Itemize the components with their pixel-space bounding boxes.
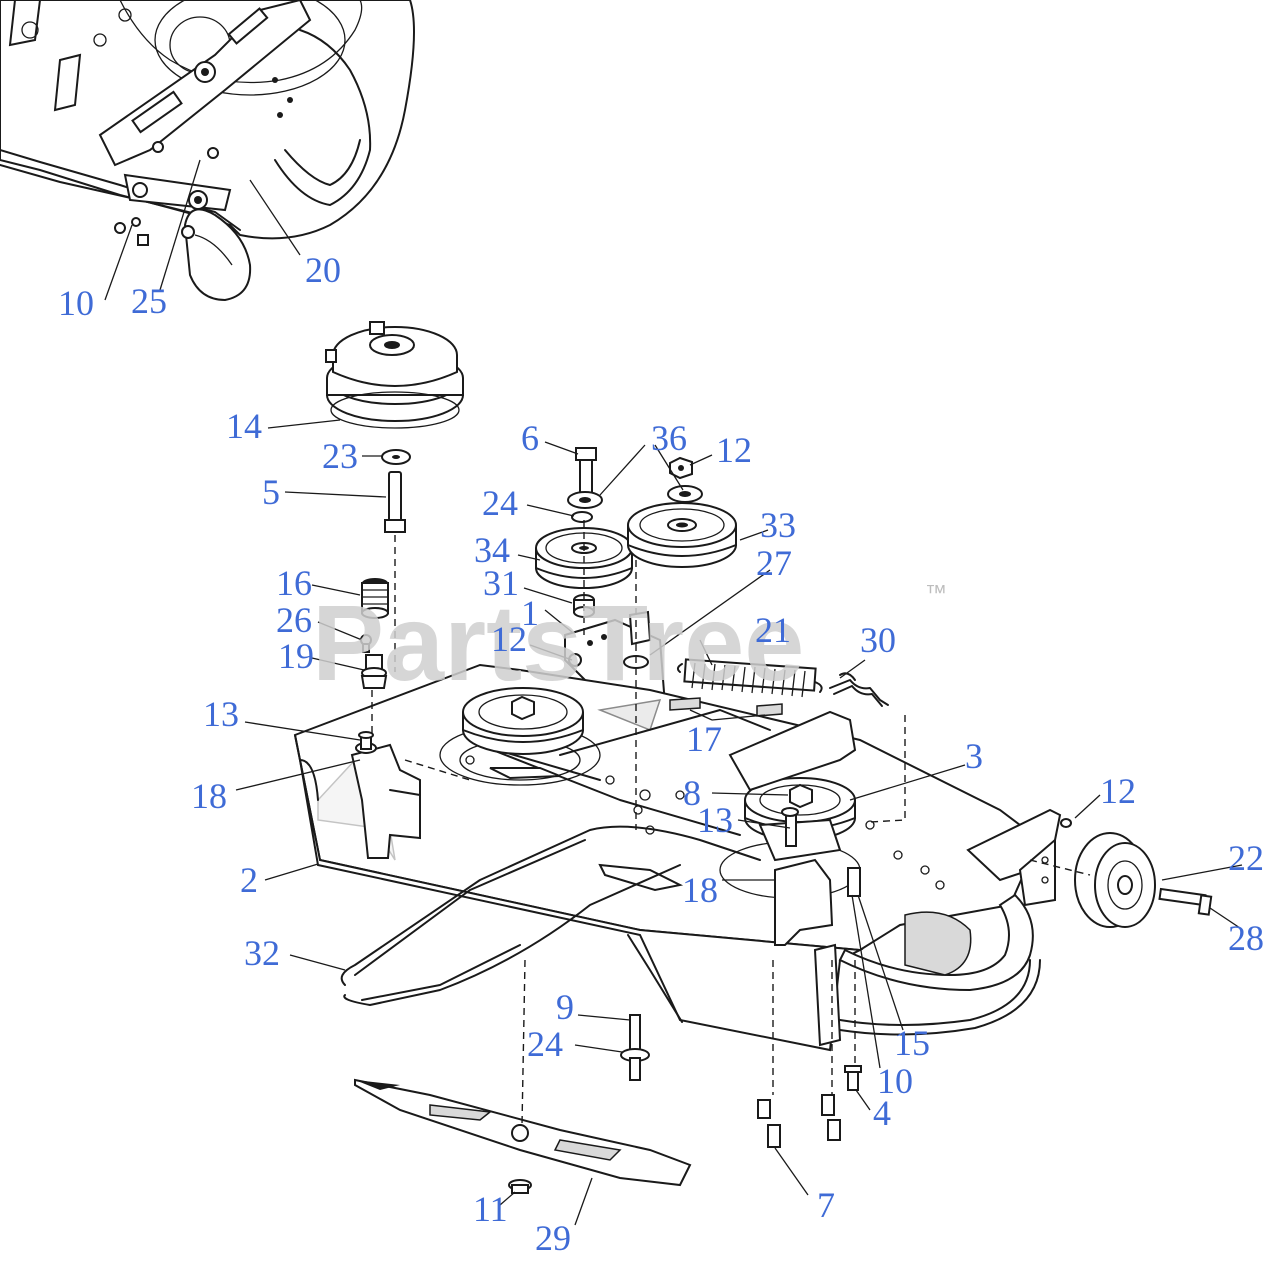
callout-25[interactable]: 25 [131,281,167,321]
callout-12-top[interactable]: 12 [716,430,752,470]
partstree-watermark: PartsTree ™ [312,580,947,703]
callout-18-right[interactable]: 18 [682,870,718,910]
callout-23[interactable]: 23 [322,436,358,476]
callout-15[interactable]: 15 [894,1023,930,1063]
right-deck-hanger [669,697,857,792]
callout-16[interactable]: 16 [276,563,312,603]
watermark-text: PartsTree [312,582,804,703]
callout-6[interactable]: 6 [521,418,539,458]
callout-12-wheel[interactable]: 12 [1100,771,1136,811]
callout-33[interactable]: 33 [760,505,796,545]
part-33-idler-pulley [627,502,737,568]
callout-13-right[interactable]: 13 [697,800,733,840]
callout-24-top[interactable]: 24 [482,483,518,523]
left-pivot-bracket [350,731,421,859]
part-15-baffle [813,943,842,1047]
gauge-wheel-bracket [966,808,1072,907]
callout-29[interactable]: 29 [535,1218,571,1258]
callout-24-bottom[interactable]: 24 [527,1024,563,1064]
callout-17[interactable]: 17 [686,719,722,759]
callout-21[interactable]: 21 [755,610,791,650]
trademark-symbol: ™ [925,580,947,605]
part-30-rod [829,672,889,707]
callout-26[interactable]: 26 [276,600,312,640]
part-7-bolts [757,1094,841,1148]
part-19-bushing [360,654,388,689]
part-6-bolt [575,447,597,497]
part-23-washer [381,449,411,465]
callout-14[interactable]: 14 [226,406,262,446]
callout-28[interactable]: 28 [1228,918,1264,958]
part-24-washer-bottom [620,1048,650,1081]
callout-30[interactable]: 30 [860,620,896,660]
callout-10-bottom[interactable]: 10 [877,1061,913,1101]
left-spindle-pulley [462,687,584,780]
assembly-center-lines [371,520,1091,1126]
right-pivot-bracket [774,858,861,946]
callout-18-left[interactable]: 18 [191,776,227,816]
callout-20[interactable]: 20 [305,250,341,290]
callout-1[interactable]: 1 [521,593,539,633]
part-4-bolt [844,1065,862,1091]
callout-32[interactable]: 32 [244,933,280,973]
callout-8[interactable]: 8 [683,773,701,813]
callout-34[interactable]: 34 [474,530,510,570]
part-24-spacer [571,511,593,523]
callout-7[interactable]: 7 [817,1185,835,1225]
part-29-mower-blade [354,1078,692,1187]
callout-19[interactable]: 19 [278,636,314,676]
part-16-spring-knob [361,578,389,619]
callout-5[interactable]: 5 [262,472,280,512]
deck-underside-inset [0,0,415,302]
part-21-tension-spring [676,658,823,698]
callout-13-left[interactable]: 13 [203,694,239,734]
right-spindle-housing [758,807,842,862]
part-22-gauge-wheel [1074,832,1156,928]
part-28-wheel-bolt [1158,887,1213,916]
callout-27[interactable]: 27 [756,543,792,583]
part-11-blade-nut [508,1179,532,1194]
leader-lines [235,419,1243,1226]
callout-22[interactable]: 22 [1228,838,1264,878]
part-26-screw [360,634,372,653]
callout-10[interactable]: 10 [58,283,94,323]
part-5-bolt [384,471,406,533]
callout-36[interactable]: 36 [651,418,687,458]
part-14-pto-clutch [325,321,464,429]
part-36-bearings [567,485,703,509]
callout-12-arm[interactable]: 12 [491,619,527,659]
callout-31[interactable]: 31 [483,563,519,603]
callout-3[interactable]: 3 [965,736,983,776]
callout-2[interactable]: 2 [240,860,258,900]
callout-labels: 20 10 25 14 23 5 6 36 12 24 33 34 27 16 … [58,250,1264,1258]
callout-9[interactable]: 9 [556,987,574,1027]
callout-11[interactable]: 11 [473,1189,508,1229]
part-12-nut-top [669,456,693,480]
callout-4[interactable]: 4 [873,1093,891,1133]
